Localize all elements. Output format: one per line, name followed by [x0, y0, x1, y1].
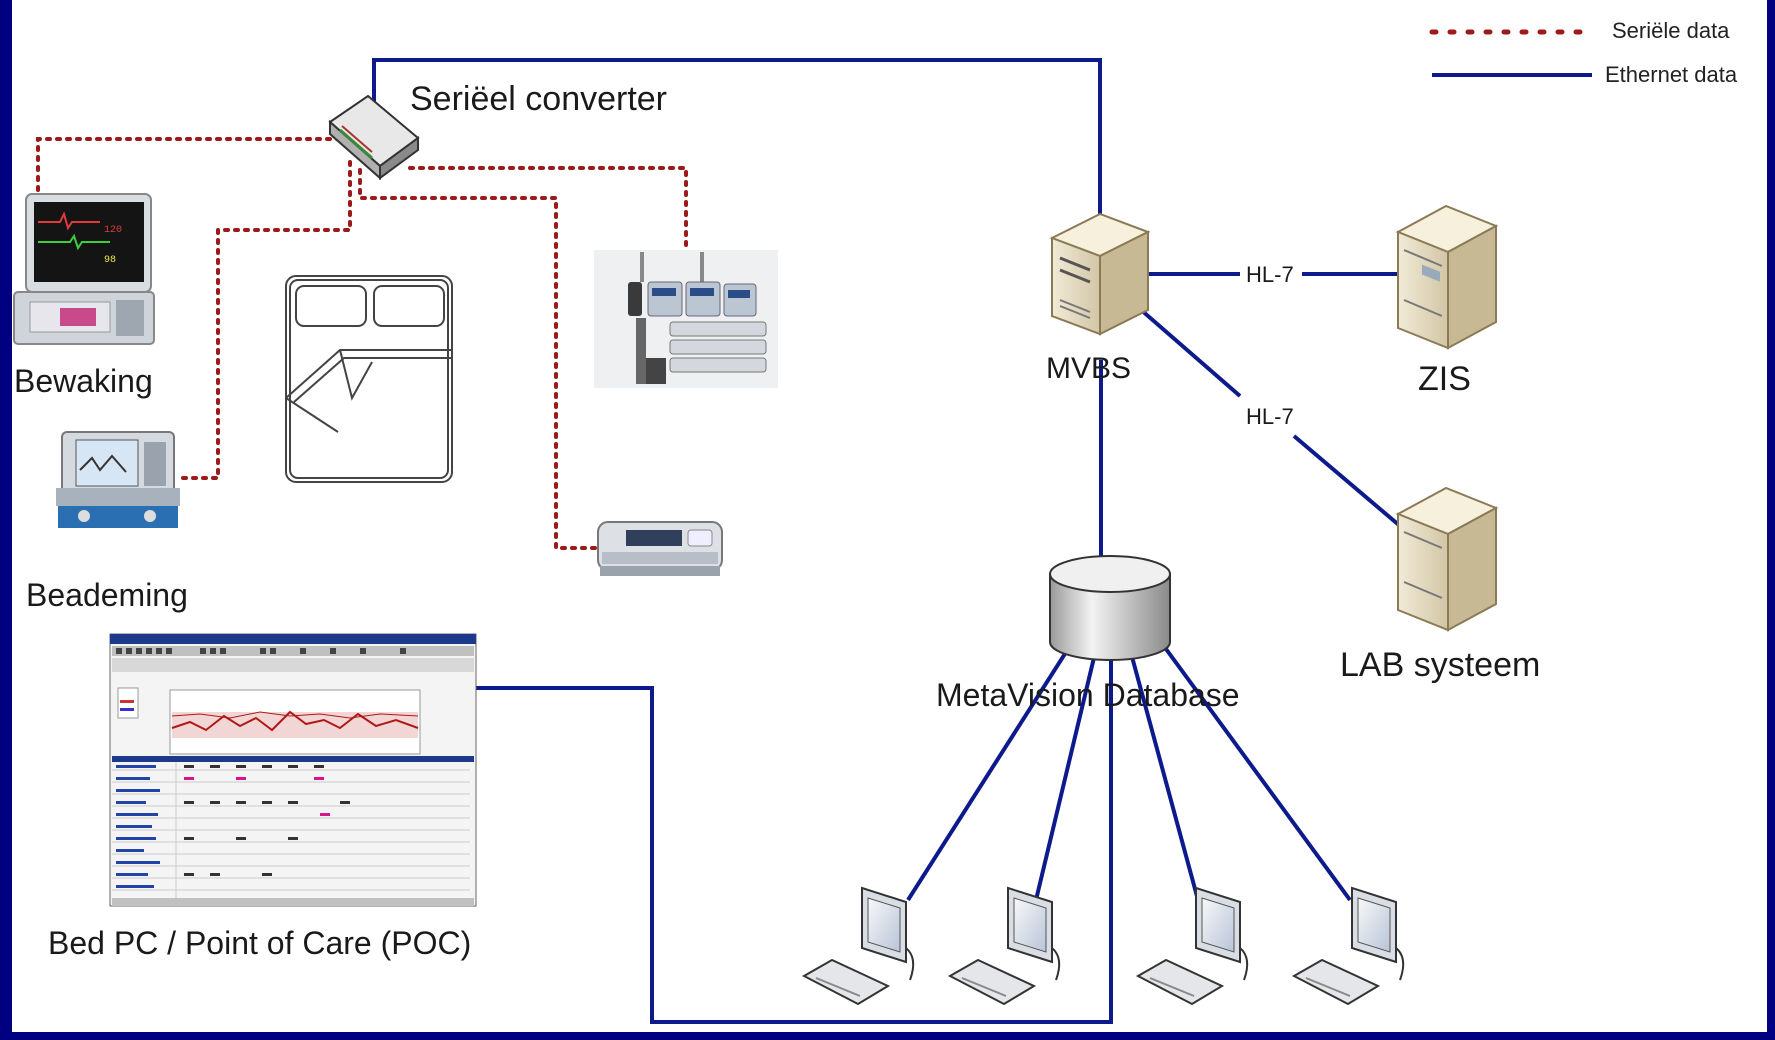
legend-ethernet-label: Ethernet data: [1605, 62, 1738, 87]
hl7-zis-label: HL-7: [1246, 262, 1294, 287]
ventilation-label: Beademing: [26, 577, 188, 613]
patient-monitor-icon: 120 98: [13, 193, 155, 345]
hl7-lab-label: HL-7: [1246, 404, 1294, 429]
diagram-canvas: Seriële data Ethernet data Seriëel conve…: [12, 0, 1767, 1032]
database-icon: [1049, 555, 1171, 661]
legend-serial-label: Seriële data: [1612, 18, 1730, 43]
svg-text:98: 98: [104, 255, 116, 266]
syringe-pump-icon: [597, 521, 723, 576]
bed-pc-screenshot-icon: [109, 633, 477, 907]
infusion-pump-stack-icon: [594, 250, 778, 388]
ethernet-link-bedpc: [476, 648, 1113, 1024]
lab-label: LAB systeem: [1340, 646, 1540, 684]
ventilator-icon: [56, 431, 180, 528]
serial-link-pump-stack: [408, 166, 688, 250]
mvbs-server-icon: [1049, 212, 1151, 336]
ethernet-link-db-ws3: [1126, 641, 1200, 901]
serial-converter-icon: [328, 94, 420, 181]
ethernet-link-db-ws4: [1153, 632, 1352, 902]
legend: Seriële data Ethernet data: [1429, 18, 1738, 87]
monitoring-label: Bewaking: [14, 363, 153, 399]
hl7-zis-label-bg: [1240, 260, 1302, 288]
workstation-4-icon: [1291, 886, 1405, 1006]
bed-pc-grid: [112, 762, 470, 898]
workstation-3-icon: [1135, 886, 1249, 1006]
zis-server-icon: [1395, 204, 1499, 350]
serial-links: [36, 137, 688, 550]
workstation-1-icon: [801, 886, 915, 1006]
hl7-lab-label-bg: [1238, 400, 1300, 434]
ethernet-link-db-ws1: [906, 636, 1077, 902]
zis-label: ZIS: [1418, 360, 1471, 398]
lab-server-icon: [1395, 486, 1499, 632]
converter-label: Seriëel converter: [410, 80, 667, 118]
serial-link-syringe-pump: [358, 168, 598, 550]
serial-link-ventilation: [178, 160, 352, 480]
bedpc-label: Bed PC / Point of Care (POC): [48, 925, 471, 961]
svg-text:120: 120: [104, 225, 122, 236]
ethernet-link-db-ws2: [1034, 644, 1099, 901]
mvbs-label: MVBS: [1046, 352, 1131, 385]
bed-icon: [285, 275, 453, 483]
ethernet-links: [372, 58, 1448, 1024]
serial-link-monitoring: [36, 137, 342, 192]
database-label: MetaVision Database: [936, 677, 1240, 713]
workstation-2-icon: [947, 886, 1061, 1006]
network-diagram: Seriële data Ethernet data Seriëel conve…: [13, 18, 1738, 1024]
ethernet-link-converter-mvbs: [372, 58, 1102, 222]
